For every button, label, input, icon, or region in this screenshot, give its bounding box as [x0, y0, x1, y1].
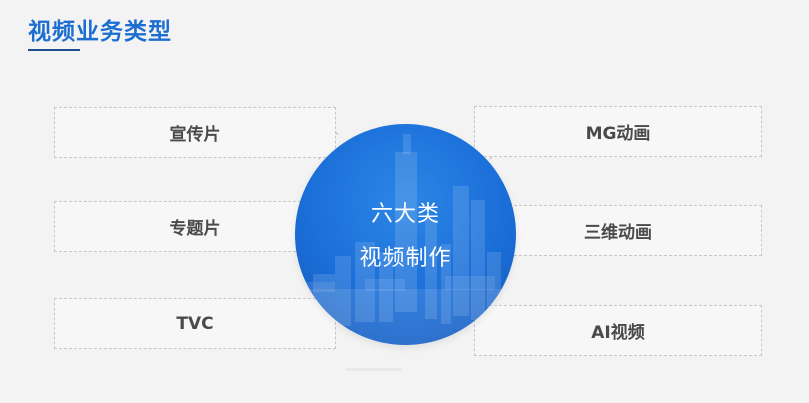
right-item-mg-animation: MG动画: [474, 106, 762, 157]
page-title: 视频业务类型: [28, 19, 172, 45]
right-item-label: AI视频: [591, 323, 645, 343]
left-item-label: TVC: [176, 313, 214, 334]
left-item-feature-film: 专题片: [54, 201, 336, 252]
center-title-line2: 视频制作: [359, 246, 452, 271]
left-item-label: 宣传片: [169, 125, 221, 145]
decorative-caption-bar: [346, 368, 402, 371]
right-item-label: 三维动画: [584, 223, 652, 243]
center-title-line1: 六大类: [370, 202, 440, 227]
left-item-promo-video: 宣传片: [54, 107, 336, 158]
center-circle: 六大类 视频制作: [295, 124, 516, 345]
right-item-3d-animation: 三维动画: [474, 205, 762, 256]
right-item-label: MG动画: [585, 124, 651, 144]
left-item-tvc: TVC: [54, 298, 336, 349]
right-item-ai-video: AI视频: [474, 305, 762, 356]
city-skyline-image: [295, 134, 516, 345]
left-item-label: 专题片: [169, 219, 221, 239]
title-underline: [28, 49, 80, 51]
